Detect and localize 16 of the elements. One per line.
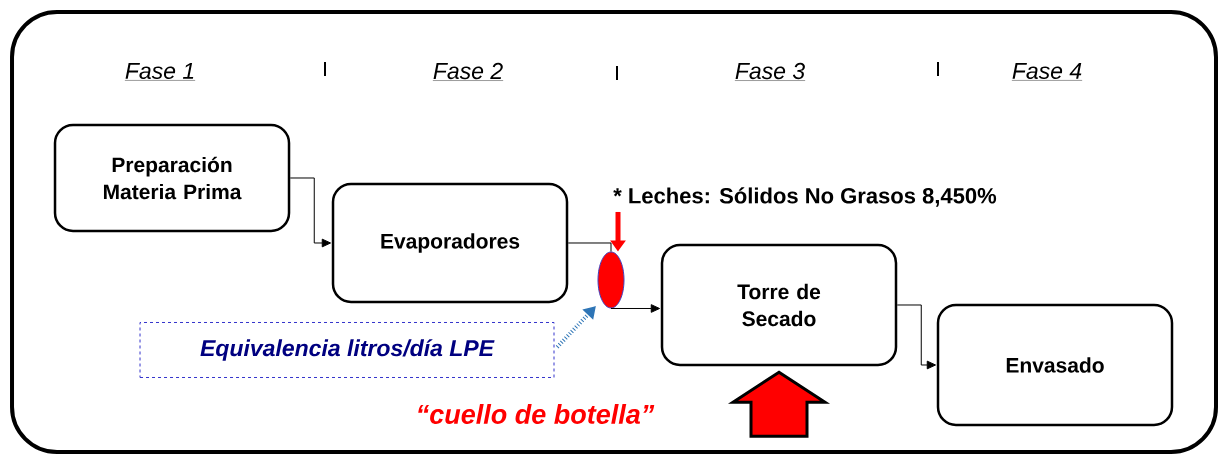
arrow [289,177,332,248]
arrow [610,304,661,313]
dotted-arrow [555,306,596,349]
process-box: Evaporadores [331,182,569,304]
process-box: Envasado [936,303,1174,427]
connector-line [567,242,612,252]
phase-heading: Fase 2 [432,62,504,81]
note-box: Equivalencia litros/día LPE [139,322,555,378]
process-box: Preparación Materia Prima [53,123,291,233]
process-box: Torre de Secado [660,243,898,367]
phase-heading: Fase 3 [734,62,806,81]
phase-heading: Fase 4 [1011,62,1083,81]
note-text: “cuello de botella” [418,404,655,424]
phase-heading: Fase 1 [124,62,196,81]
arrow [896,304,937,370]
annotation-text: * Leches: Sólidos No Grasos 8,450% [613,187,997,207]
